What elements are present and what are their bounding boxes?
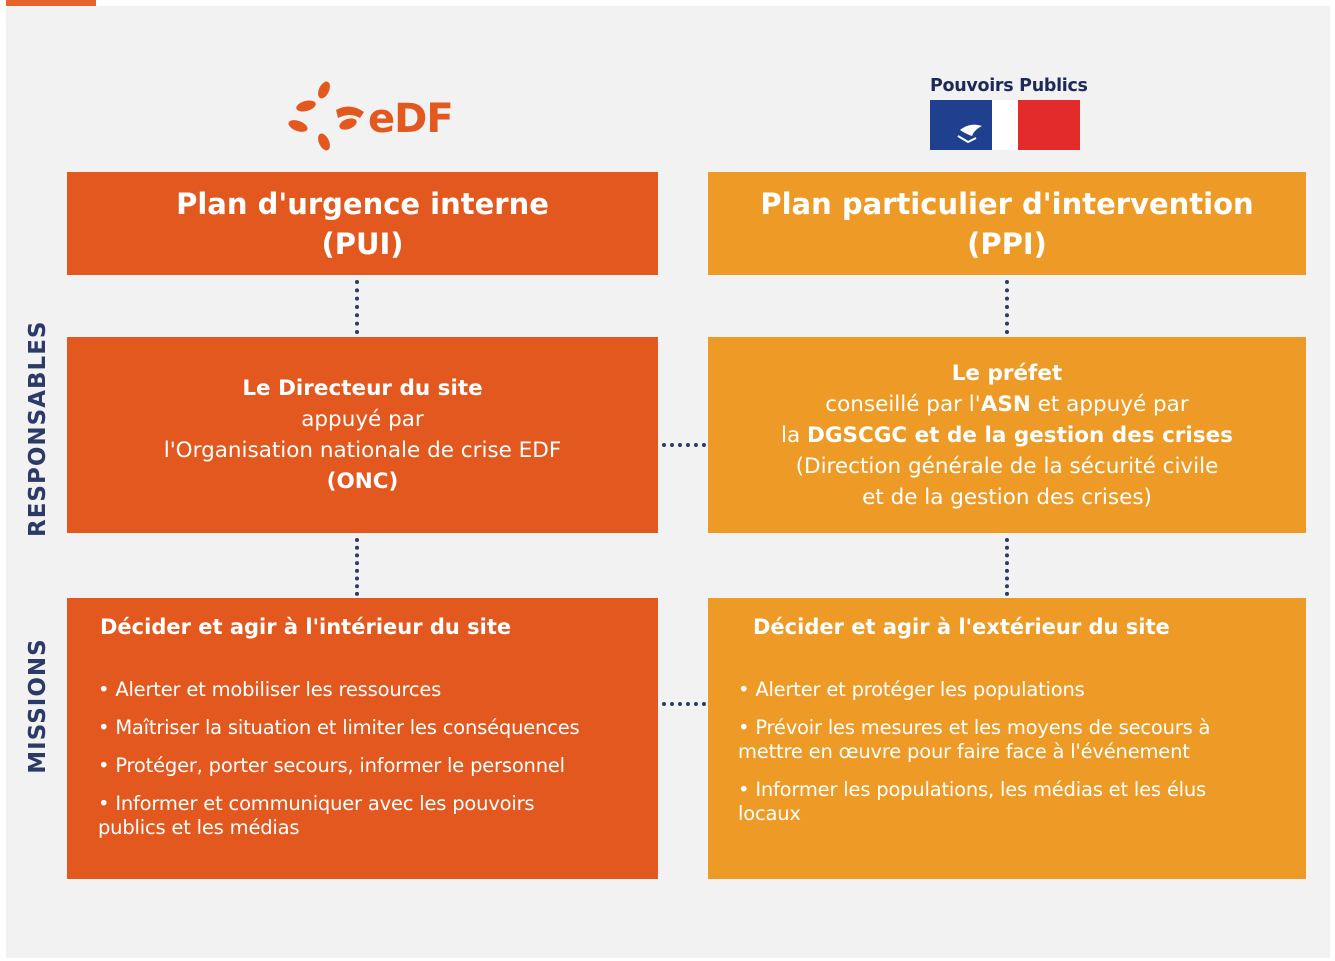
connector-missions [662,702,706,706]
list-item: Informer les populations, les médias et … [738,778,1238,826]
edf-resp-line2: appuyé par [301,407,424,432]
edf-responsables-box: Le Directeur du site appuyé par l'Organi… [67,337,658,533]
edf-resp-line1: Le Directeur du site [242,376,483,401]
edf-resp-line4: (ONC) [326,469,399,494]
french-republic-flag-icon [930,100,1080,150]
pp-resp-line2-pre: conseillé par l' [825,391,981,417]
connector-edf-header-resp [355,280,359,334]
corner-tab [6,0,96,6]
edf-wordmark: eDF [368,96,454,142]
pp-mission-title: Décider et agir à l'extérieur du site [753,615,1170,639]
pp-missions-box: Décider et agir à l'extérieur du site Al… [708,598,1306,879]
pp-resp-line3-pre: la [781,422,807,448]
list-item: Maîtriser la situation et limiter les co… [98,716,638,740]
row-label-responsables: RESPONSABLES [25,320,51,537]
pp-resp-line1: Le préfet [951,360,1063,386]
edf-missions-box: Décider et agir à l'intérieur du site Al… [67,598,658,879]
pp-responsables-box: Le préfet conseillé par l'ASN et appuyé … [708,337,1306,533]
connector-pp-header-resp [1005,280,1009,334]
list-item: Informer et communiquer avec les pouvoir… [98,792,568,840]
pp-resp-line4: (Direction générale de la sécurité civil… [795,453,1219,479]
pp-mission-list: Alerter et protéger les populations Prév… [738,678,1258,840]
pp-resp-line2-bold: ASN [980,391,1031,417]
pp-resp-line3-bold: DGSCGC et de la gestion des crises [807,422,1233,448]
edf-plan-abbr: (PUI) [321,226,404,261]
pp-resp-line3: la DGSCGC et de la gestion des crises [781,420,1233,451]
connector-responsables [662,443,706,447]
pp-plan-header: Plan particulier d'intervention (PPI) [708,172,1306,275]
edf-logo-icon [288,81,364,151]
list-item: Prévoir les mesures et les moyens de sec… [738,716,1238,764]
edf-resp-line3: l'Organisation nationale de crise EDF [163,438,562,463]
edf-plan-title: Plan d'urgence interne [176,186,549,221]
connector-pp-resp-mission [1005,538,1009,596]
edf-mission-title: Décider et agir à l'intérieur du site [100,615,512,639]
connector-edf-resp-mission [355,538,359,596]
pp-resp-line5: et de la gestion des crises) [862,484,1152,510]
edf-mission-list: Alerter et mobiliser les ressources Maît… [98,678,638,854]
row-label-missions: MISSIONS [25,638,51,774]
list-item: Protéger, porter secours, informer le pe… [98,754,638,778]
pp-plan-title: Plan particulier d'intervention [760,186,1254,221]
pp-resp-line2-post: et appuyé par [1030,391,1189,417]
pp-plan-abbr: (PPI) [967,226,1047,261]
pouvoirs-publics-label: Pouvoirs Publics [930,76,1088,96]
list-item: Alerter et protéger les populations [738,678,1258,702]
list-item: Alerter et mobiliser les ressources [98,678,638,702]
pp-resp-line2: conseillé par l'ASN et appuyé par [825,389,1188,420]
edf-plan-header: Plan d'urgence interne (PUI) [67,172,658,275]
